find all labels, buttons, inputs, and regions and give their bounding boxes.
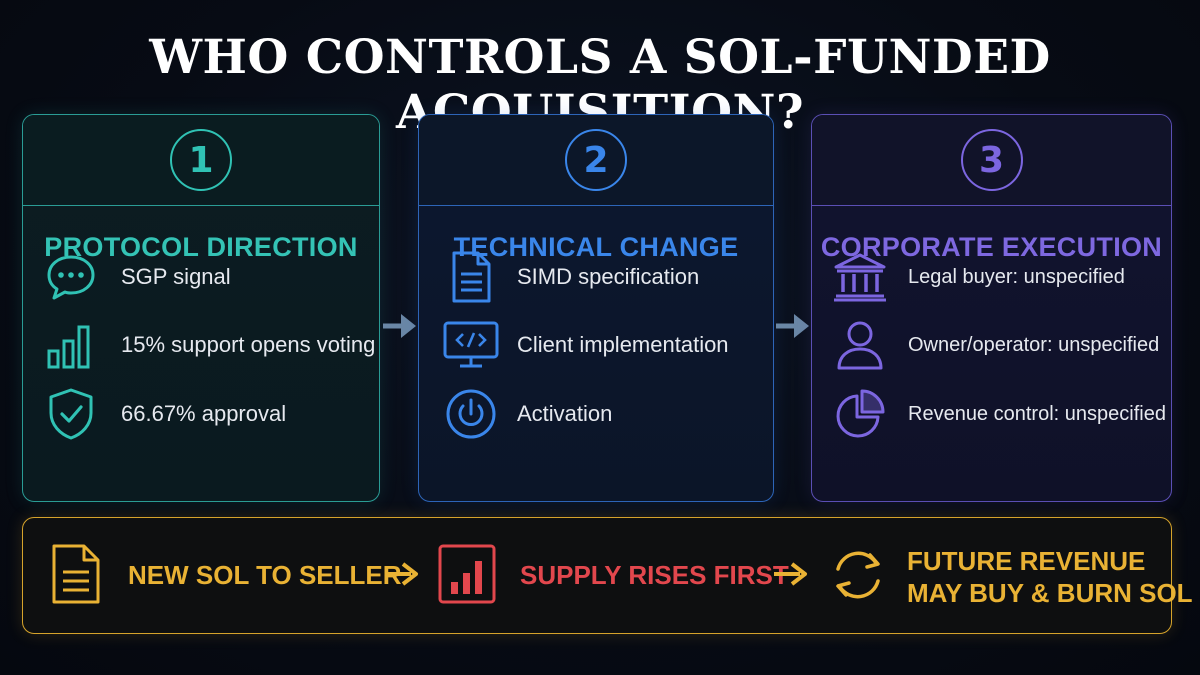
- item-label: 15% support opens voting: [121, 332, 376, 357]
- item-label: Client implementation: [517, 332, 729, 357]
- item-label: Owner/operator: unspecified: [908, 333, 1160, 356]
- item-label: SGP signal: [121, 264, 231, 289]
- item-label: SIMD specification: [517, 264, 700, 289]
- arrow-right-icon: [772, 559, 810, 593]
- shield-check-icon: [41, 387, 101, 441]
- card-title: PROTOCOL DIRECTION: [44, 232, 358, 262]
- list-item: Activation: [419, 387, 612, 441]
- card-technical-change: 2 TECHNICAL CHANGE SIMD specification Cl…: [418, 114, 774, 502]
- flow-step-label: NEW SOL TO SELLER: [128, 560, 402, 590]
- bar-chart-icon: [438, 544, 496, 608]
- flow-bar: NEW SOL TO SELLER SUPPLY RISES FIRST FUT…: [22, 517, 1193, 634]
- list-item: Revenue control: unspecified: [812, 387, 1166, 441]
- page-title: WHO CONTROLS A SOL-FUNDED ACQUISITION?: [149, 30, 1051, 140]
- list-item: SGP signal: [23, 250, 231, 304]
- step-number-badge: 2: [565, 129, 627, 191]
- arrow-right-icon: [383, 559, 421, 593]
- list-item: 15% support opens voting: [23, 318, 375, 372]
- item-label: Revenue control: unspecified: [908, 402, 1166, 425]
- card-corporate-execution: 3 CORPORATE EXECUTION Legal buyer: unspe…: [811, 114, 1172, 502]
- card-protocol-direction: 1 PROTOCOL DIRECTION SGP signal 15% supp…: [22, 114, 380, 502]
- step-number-badge: 3: [960, 129, 1023, 191]
- list-item: Owner/operator: unspecified: [812, 318, 1159, 372]
- list-item: SIMD specification: [419, 250, 699, 304]
- item-label: Activation: [517, 401, 613, 426]
- document-icon: [441, 250, 501, 304]
- list-item: 66.67% approval: [23, 387, 286, 441]
- card-title: TECHNICAL CHANGE: [453, 232, 739, 262]
- list-item: Client implementation: [419, 318, 729, 372]
- flow-step-label: FUTURE REVENUE MAY BUY & BURN SOL: [907, 545, 1193, 609]
- pie-chart-icon: [830, 387, 890, 441]
- card-header: 3: [812, 115, 1171, 206]
- bar-chart-icon: [41, 318, 101, 372]
- chat-bubble-icon: [41, 250, 101, 304]
- flow-step-label-line: MAY BUY & BURN SOL: [907, 578, 1193, 608]
- user-icon: [830, 318, 890, 372]
- list-item: Legal buyer: unspecified: [812, 250, 1125, 304]
- flow-step-label: SUPPLY RISES FIRST: [520, 560, 789, 590]
- card-title: CORPORATE EXECUTION: [820, 232, 1163, 262]
- flow-arrow-icon: [774, 306, 812, 350]
- card-header: 1: [23, 115, 379, 206]
- item-label: 66.67% approval: [121, 401, 287, 426]
- cycle-icon: [828, 543, 888, 611]
- monitor-code-icon: [441, 318, 501, 372]
- document-icon: [50, 543, 102, 609]
- step-number-badge: 1: [170, 129, 232, 191]
- item-label: Legal buyer: unspecified: [908, 265, 1125, 288]
- card-header: 2: [419, 115, 773, 206]
- bank-icon: [830, 250, 890, 304]
- power-icon: [441, 387, 501, 441]
- flow-arrow-icon: [381, 306, 419, 350]
- flow-step-label-line: FUTURE REVENUE: [907, 546, 1146, 576]
